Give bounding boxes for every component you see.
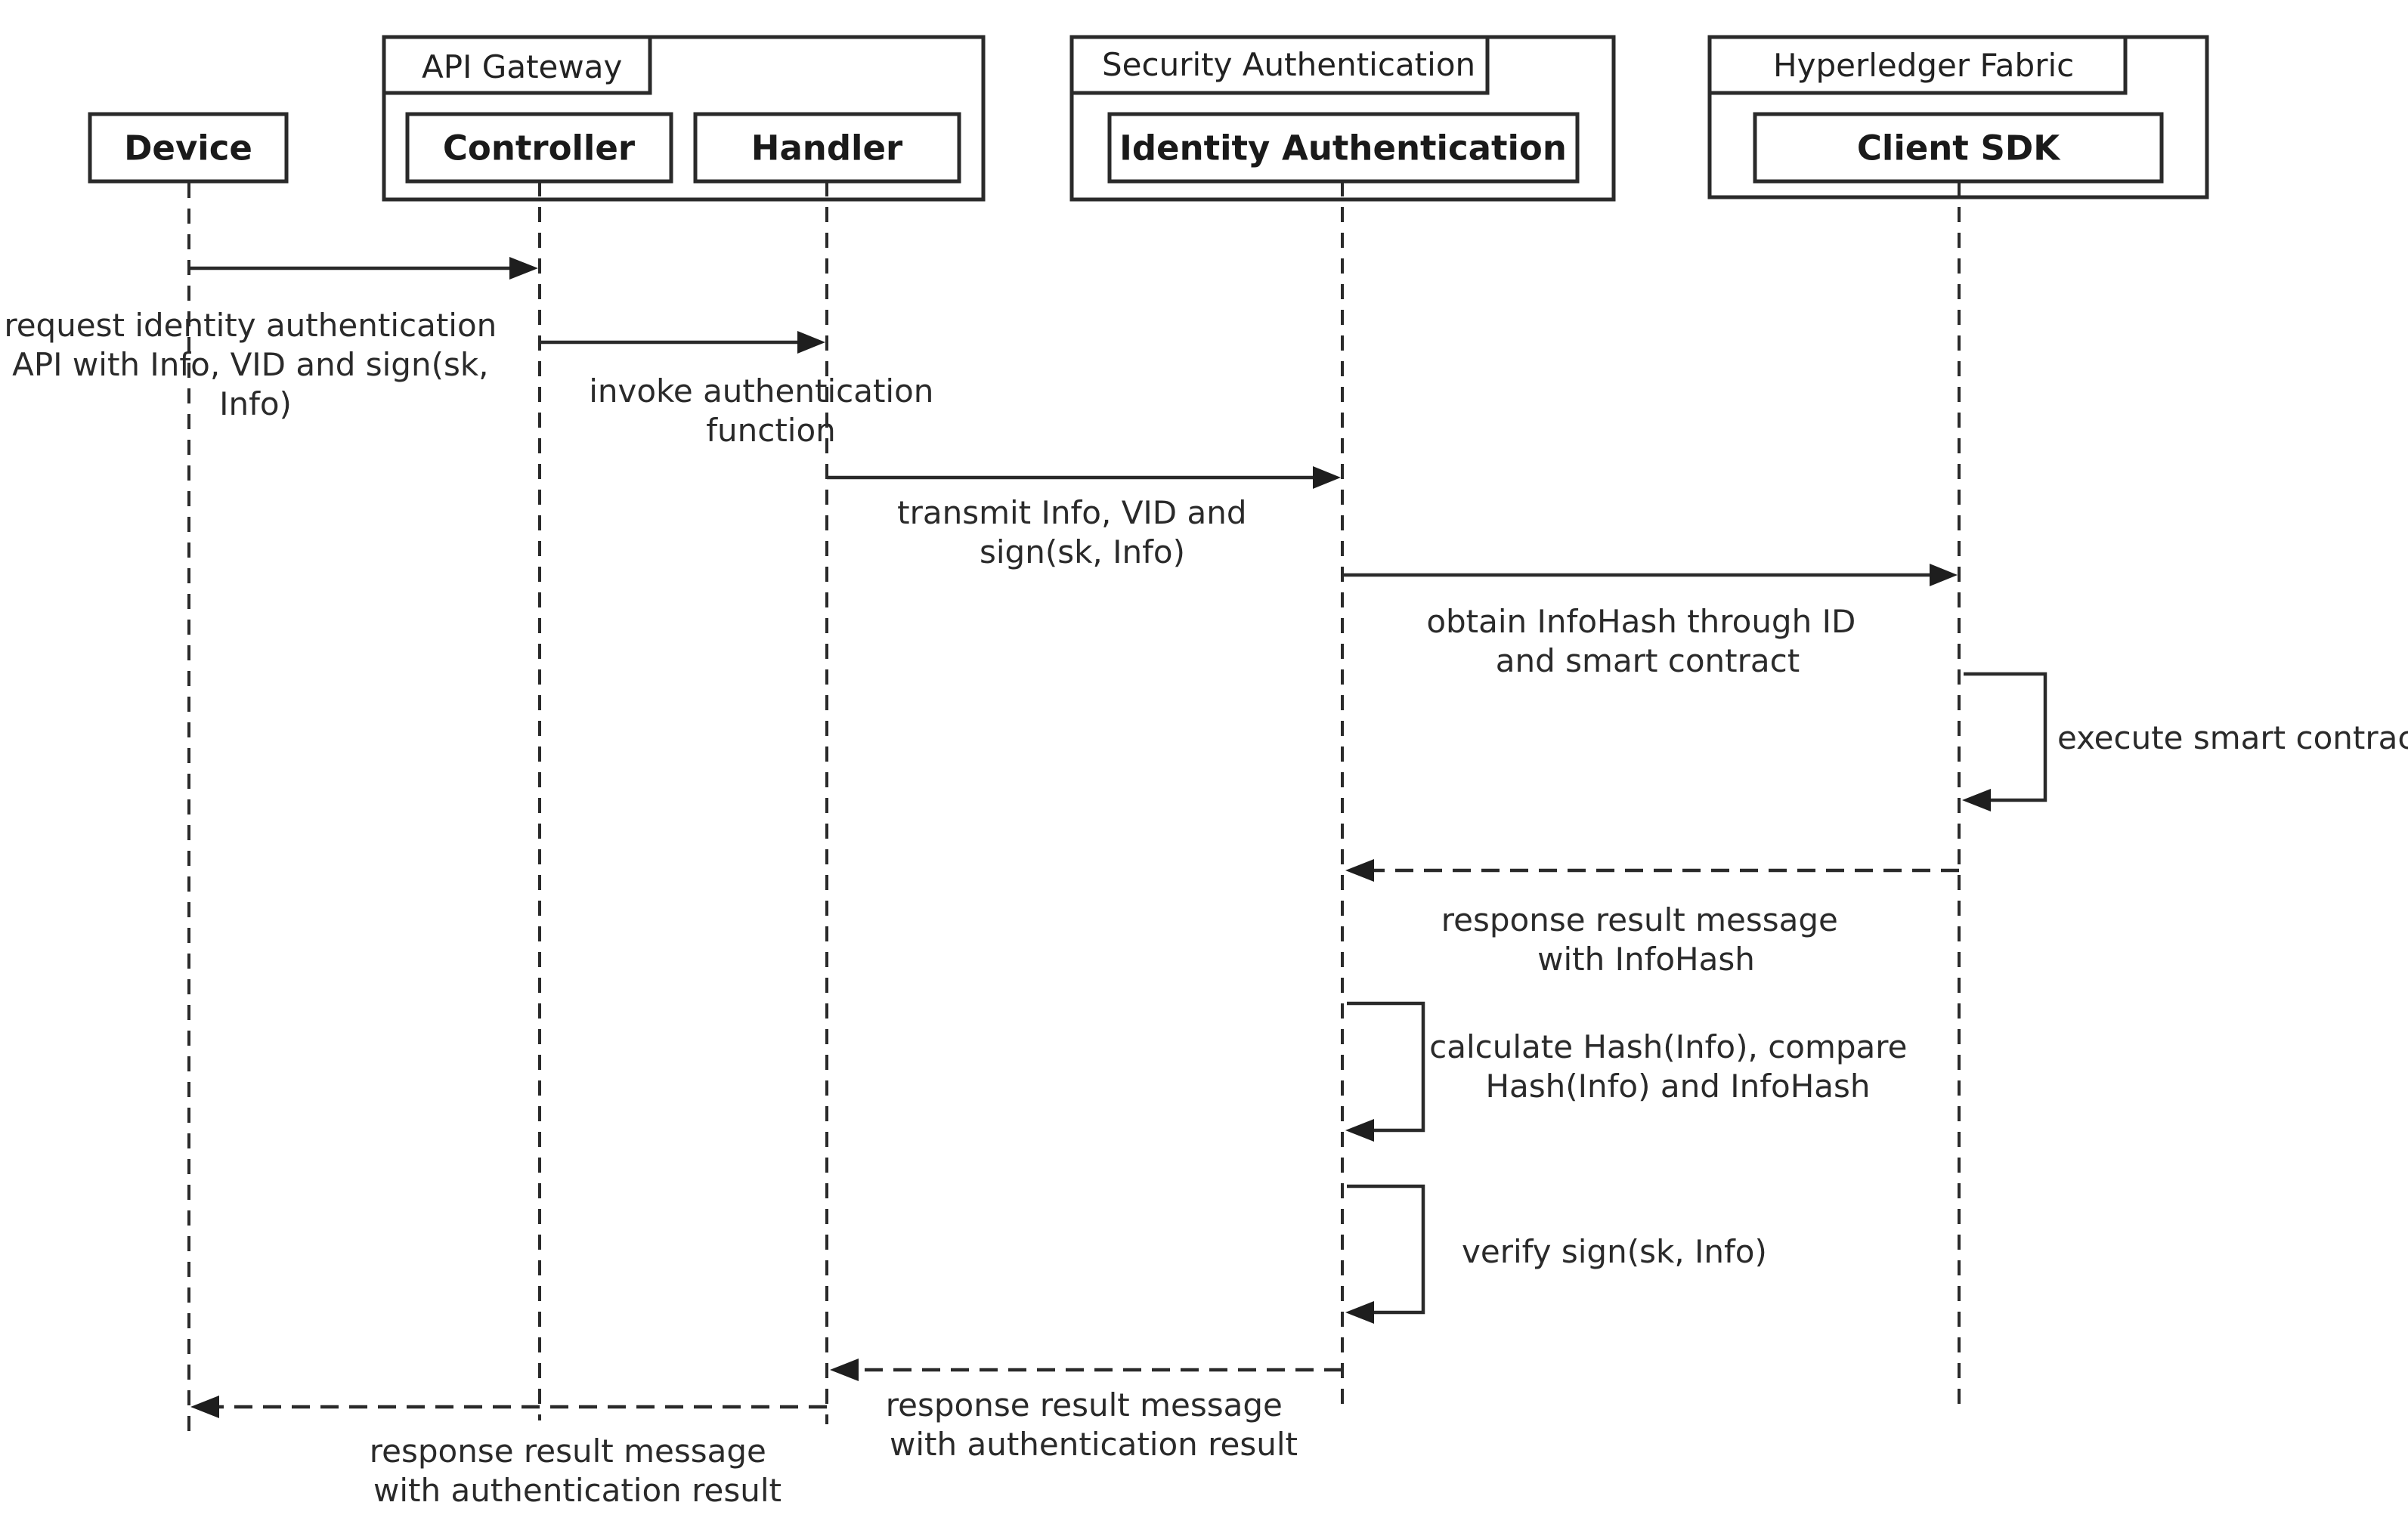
arrow-head [1345,1301,1374,1324]
message-response-with-infohash: response result message with InfoHash [1345,859,1959,978]
message-label: transmit Info, VID and sign(sk, Info) [897,494,1257,570]
message-label: request identity authentication API with… [4,307,506,422]
participant-label: Device [124,128,252,168]
message-response-to-device: response result message with authenticat… [190,1396,827,1509]
arrow-head [1313,466,1341,489]
group-label: Hyperledger Fabric [1773,47,2074,84]
message-label: calculate Hash(Info), compare Hash(Info)… [1429,1028,1917,1105]
arrow-head [1345,1119,1374,1142]
group-label: API Gateway [422,48,622,85]
message-label: invoke authentication function [589,372,944,449]
arrow-head [830,1359,859,1381]
participant-label: Controller [443,128,636,168]
message-label: response result message with InfoHash [1441,901,1848,978]
group-tab [1707,35,2128,95]
participant-box [1753,112,2164,184]
participant-box [1107,112,1580,184]
arrow-head [1345,859,1374,882]
arrow-head [1930,564,1958,586]
message-request-identity-authentication: request identity authentication API with… [4,257,538,422]
group-tab [382,35,652,95]
arrow-head [509,257,538,280]
message-label: execute smart contract [2057,719,2408,756]
message-execute-smart-contract: execute smart contract [1962,672,2408,811]
message-transmit-info: transmit Info, VID and sign(sk, Info) [827,466,1341,570]
participant-label: Identity Authentication [1119,128,1567,168]
message-line [1964,672,2047,802]
message-invoke-authentication-function: invoke authentication function [540,331,944,449]
message-calculate-hash: calculate Hash(Info), compare Hash(Info)… [1345,1001,1917,1142]
participant-client-sdk: Client SDK [1753,112,2164,184]
message-label: response result message with authenticat… [370,1433,782,1509]
group-tab [1069,35,1490,95]
message-line [1347,1001,1425,1133]
participant-box [405,112,673,184]
participant-handler: Handler [693,112,961,184]
participant-label: Client SDK [1857,128,2061,168]
arrow-head [797,331,825,354]
message-label: verify sign(sk, Info) [1462,1233,1767,1270]
arrow-head [190,1396,219,1418]
arrow-head [1962,789,1991,811]
participant-controller: Controller [405,112,673,184]
participant-label: Handler [751,128,903,168]
message-line [1347,1184,1425,1315]
message-label: obtain InfoHash through ID and smart con… [1426,603,1865,679]
message-label: response result message with authenticat… [886,1386,1298,1463]
participant-device: Device [88,112,289,184]
message-obtain-infohash: obtain InfoHash through ID and smart con… [1342,564,1958,679]
message-response-to-handler: response result message with authenticat… [830,1359,1342,1463]
participant-identity-authentication: Identity Authentication [1107,112,1580,184]
group-label: Security Authentication [1102,46,1475,83]
participant-box [88,112,289,184]
message-verify-sign: verify sign(sk, Info) [1345,1184,1767,1324]
participant-box [693,112,961,184]
